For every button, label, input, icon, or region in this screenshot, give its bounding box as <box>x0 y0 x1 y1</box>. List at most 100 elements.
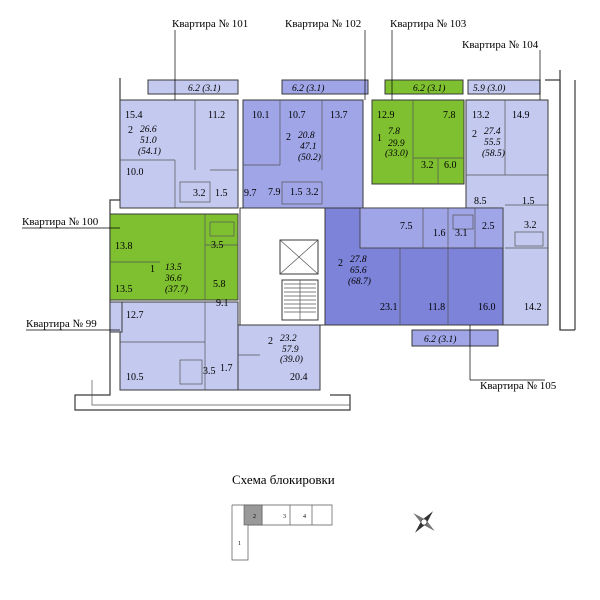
svg-text:15.4: 15.4 <box>125 110 143 121</box>
svg-text:51.0: 51.0 <box>140 136 157 146</box>
svg-text:29.9: 29.9 <box>388 139 405 149</box>
svg-text:9.7: 9.7 <box>244 188 257 199</box>
apartment-99[interactable] <box>109 301 239 391</box>
svg-text:7.5: 7.5 <box>400 221 413 232</box>
svg-text:27.8: 27.8 <box>350 255 367 265</box>
apt-100-areas: 13.8 3.5 1 13.5 36.6 (37.7) 13.5 5.8 <box>115 240 226 295</box>
svg-text:(54.1): (54.1) <box>138 146 161 157</box>
svg-text:2: 2 <box>286 132 291 143</box>
svg-text:10.7: 10.7 <box>288 110 306 121</box>
svg-text:12.7: 12.7 <box>126 310 144 321</box>
svg-text:(39.0): (39.0) <box>280 354 303 365</box>
apt-103-areas: 6.2 (3.1) 12.9 7.8 1 7.8 29.9 (33.0) 3.2… <box>377 83 457 171</box>
scheme-section-2: 2 <box>253 514 256 520</box>
blocking-scheme: 2 3 4 1 <box>231 504 333 561</box>
svg-text:12.9: 12.9 <box>377 110 395 121</box>
svg-text:23.2: 23.2 <box>280 334 297 344</box>
svg-text:2: 2 <box>338 258 343 269</box>
apartment-103[interactable] <box>371 79 465 185</box>
svg-text:57.9: 57.9 <box>282 345 299 355</box>
scheme-title: Схема блокировки <box>232 472 335 487</box>
svg-text:13.7: 13.7 <box>330 110 348 121</box>
svg-text:8.5: 8.5 <box>474 196 487 207</box>
svg-text:3.5: 3.5 <box>203 366 216 377</box>
svg-text:6.0: 6.0 <box>444 160 457 171</box>
svg-text:1.7: 1.7 <box>220 363 233 374</box>
svg-text:9.1: 9.1 <box>216 298 229 309</box>
svg-text:3.2: 3.2 <box>524 220 537 231</box>
scheme-section-3: 3 <box>283 514 286 520</box>
svg-text:14.9: 14.9 <box>512 110 530 121</box>
svg-text:6.2 (3.1): 6.2 (3.1) <box>188 83 220 94</box>
svg-text:(68.7): (68.7) <box>348 276 371 287</box>
apt-102-areas: 6.2 (3.1) 10.1 10.7 13.7 2 20.8 47.1 (50… <box>252 83 348 198</box>
svg-text:14.2: 14.2 <box>524 302 542 313</box>
svg-text:23.1: 23.1 <box>380 302 398 313</box>
svg-text:3.2: 3.2 <box>421 160 434 171</box>
label-apt-100: Квартира № 100 <box>22 216 99 228</box>
svg-text:10.0: 10.0 <box>126 167 144 178</box>
svg-text:13.5: 13.5 <box>115 284 133 295</box>
svg-text:10.5: 10.5 <box>126 372 144 383</box>
svg-text:1.5: 1.5 <box>215 188 228 199</box>
svg-text:6.2 (3.1): 6.2 (3.1) <box>413 83 445 94</box>
svg-text:1: 1 <box>150 264 155 275</box>
apartment-100[interactable] <box>109 213 239 301</box>
svg-text:11.8: 11.8 <box>428 302 445 313</box>
svg-text:10.1: 10.1 <box>252 110 270 121</box>
svg-text:1.5: 1.5 <box>522 196 535 207</box>
svg-text:13.8: 13.8 <box>115 241 133 252</box>
apartment-106[interactable] <box>237 324 321 391</box>
svg-text:1.6: 1.6 <box>433 228 446 239</box>
svg-text:65.6: 65.6 <box>350 266 367 276</box>
svg-text:13.5: 13.5 <box>165 263 182 273</box>
svg-text:2: 2 <box>268 336 273 347</box>
label-apt-105: Квартира № 105 <box>480 380 557 392</box>
svg-text:2: 2 <box>472 129 477 140</box>
label-apt-103: Квартира № 103 <box>390 18 467 30</box>
svg-text:7.8: 7.8 <box>388 127 400 137</box>
label-apt-104: Квартира № 104 <box>462 39 539 51</box>
svg-text:27.4: 27.4 <box>484 127 501 137</box>
svg-text:6.2 (3.1): 6.2 (3.1) <box>292 83 324 94</box>
svg-text:(37.7): (37.7) <box>165 284 188 295</box>
apartment-105[interactable] <box>324 207 504 347</box>
svg-text:47.1: 47.1 <box>300 142 317 152</box>
label-apt-101: Квартира № 101 <box>172 18 248 30</box>
apt-101-areas: 6.2 (3.1) 15.4 11.2 2 26.6 51.0 (54.1) 1… <box>125 83 257 199</box>
apt-99-106-areas: 9.1 12.7 10.5 3.5 1.7 2 23.2 57.9 (39.0)… <box>126 298 308 383</box>
label-apt-102: Квартира № 102 <box>285 18 361 30</box>
svg-text:26.6: 26.6 <box>140 125 157 135</box>
svg-text:20.4: 20.4 <box>290 372 308 383</box>
svg-text:2.5: 2.5 <box>482 221 495 232</box>
svg-text:11.2: 11.2 <box>208 110 225 121</box>
apt-105-areas: 7.5 1.6 3.1 2.5 2 27.8 65.6 (68.7) 23.1 … <box>338 221 496 345</box>
building-outline <box>74 70 576 411</box>
apt-104-areas: 5.9 (3.0) 13.2 14.9 2 27.4 55.5 (58.5) 8… <box>472 83 542 313</box>
scheme-section-4: 4 <box>303 514 306 520</box>
svg-text:1: 1 <box>377 133 382 144</box>
svg-text:2: 2 <box>128 125 133 136</box>
compass-rose-icon <box>413 511 435 533</box>
svg-text:6.2 (3.1): 6.2 (3.1) <box>424 334 456 345</box>
apartment-101[interactable] <box>119 79 239 209</box>
svg-text:55.5: 55.5 <box>484 138 501 148</box>
stair-lines <box>284 280 316 320</box>
svg-text:3.2: 3.2 <box>193 188 206 199</box>
svg-text:3.1: 3.1 <box>455 228 468 239</box>
svg-text:(33.0): (33.0) <box>385 148 408 159</box>
scheme-section-1: 1 <box>238 541 241 547</box>
svg-text:1.5: 1.5 <box>290 187 303 198</box>
svg-text:16.0: 16.0 <box>478 302 496 313</box>
svg-text:7.8: 7.8 <box>443 110 456 121</box>
svg-text:20.8: 20.8 <box>298 131 315 141</box>
label-apt-99: Квартира № 99 <box>26 318 97 330</box>
apartment-labels: Квартира № 101 Квартира № 102 Квартира №… <box>22 18 557 392</box>
svg-text:3.5: 3.5 <box>211 240 224 251</box>
svg-text:(50.2): (50.2) <box>298 152 321 163</box>
svg-text:5.9 (3.0): 5.9 (3.0) <box>473 83 505 94</box>
svg-text:5.8: 5.8 <box>213 279 226 290</box>
svg-text:7.9: 7.9 <box>268 187 281 198</box>
svg-text:3.2: 3.2 <box>306 187 319 198</box>
